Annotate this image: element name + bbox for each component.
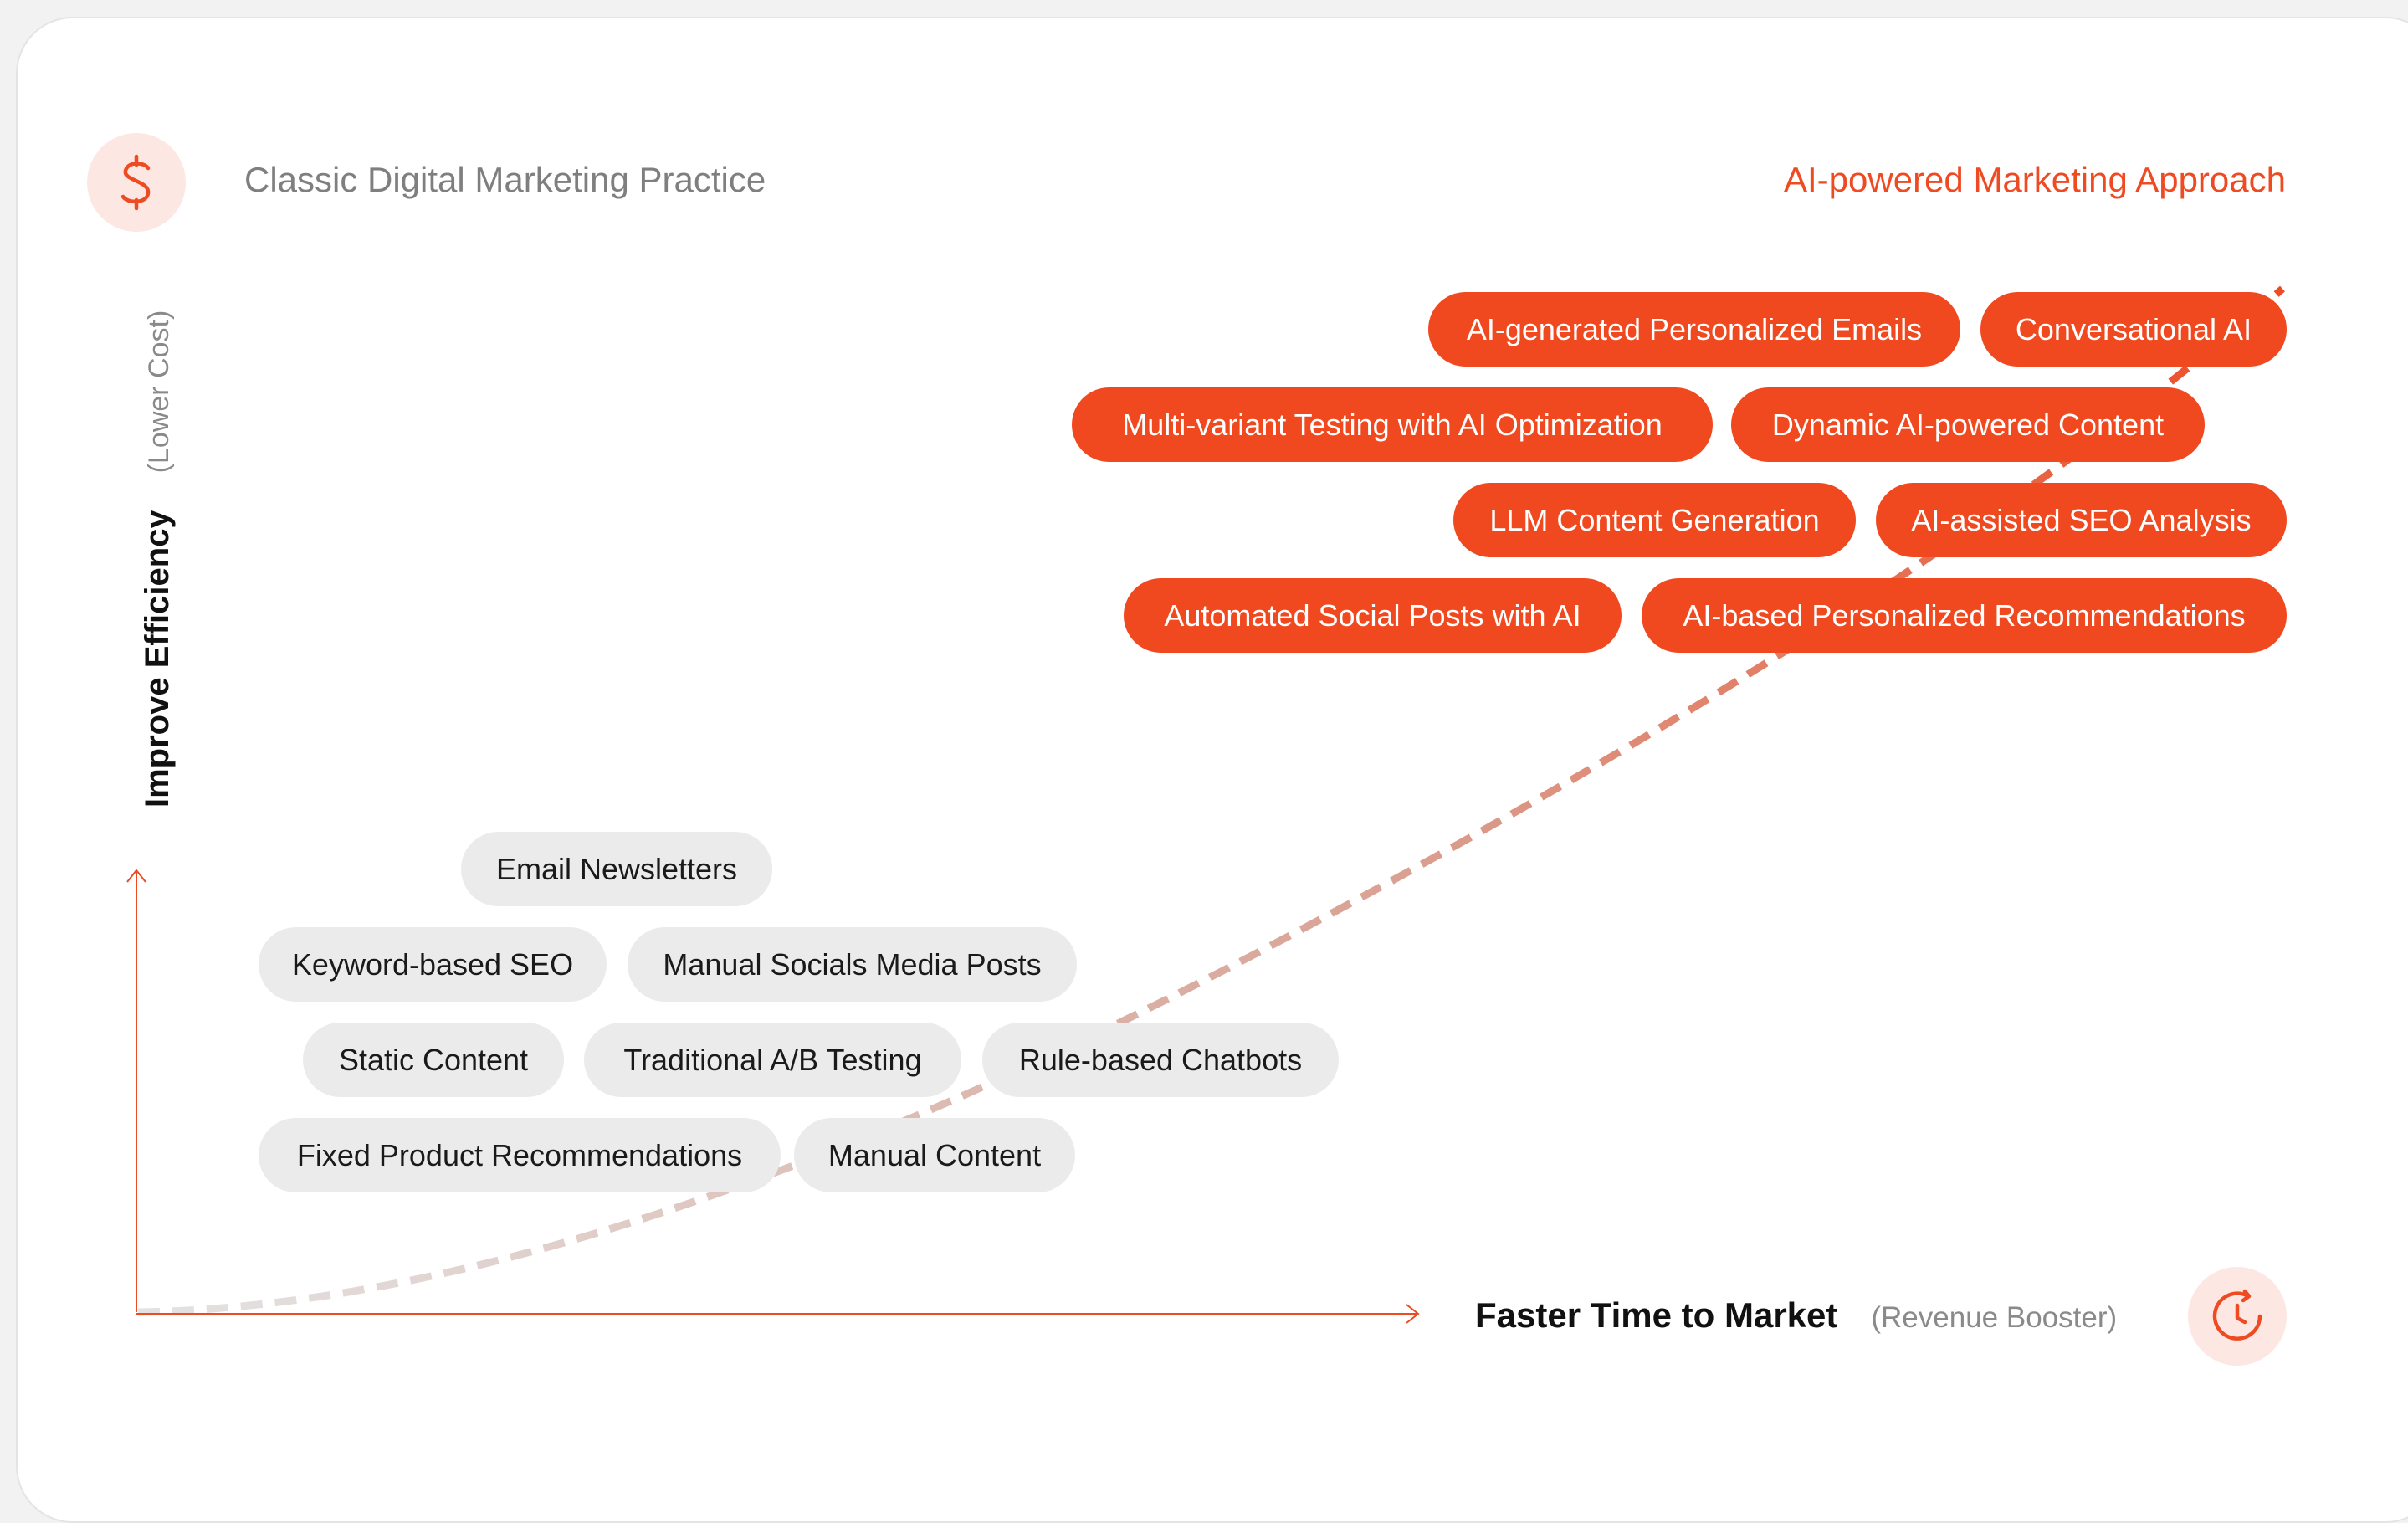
classic-pill-static-content: Static Content	[303, 1023, 564, 1097]
ai-pill-conversational-ai: Conversational AI	[1980, 292, 2287, 367]
x-axis-title: Faster Time to Market	[1475, 1295, 1838, 1335]
ai-pill-multivariant-testing: Multi-variant Testing with AI Optimizati…	[1072, 387, 1713, 462]
ai-pill-personalized-emails: AI-generated Personalized Emails	[1428, 292, 1960, 367]
dollar-icon	[87, 133, 186, 232]
classic-pill-fixed-recommendations: Fixed Product Recommendations	[259, 1118, 781, 1192]
axes-and-curve	[126, 285, 2285, 1324]
clock-icon	[2188, 1267, 2287, 1366]
y-axis-title: Improve Efficiency	[139, 510, 176, 808]
classic-pill-email-newsletters: Email Newsletters	[461, 832, 772, 906]
classic-pill-keyword-seo: Keyword-based SEO	[259, 927, 607, 1002]
ai-pill-seo-analysis: AI-assisted SEO Analysis	[1876, 483, 2287, 557]
y-axis-subtitle: (Lower Cost)	[143, 310, 175, 474]
ai-pill-llm-content: LLM Content Generation	[1453, 483, 1856, 557]
classic-pill-manual-social-posts: Manual Socials Media Posts	[628, 927, 1077, 1002]
ai-pill-social-posts: Automated Social Posts with AI	[1124, 578, 1622, 653]
ai-approach-title: AI-powered Marketing Approach	[1784, 160, 2286, 199]
ai-pill-personalized-recommendations: AI-based Personalized Recommendations	[1642, 578, 2287, 653]
y-axis-arrow-icon	[126, 869, 146, 883]
classic-pill-manual-content: Manual Content	[794, 1118, 1075, 1192]
x-axis-label: Faster Time to Market (Revenue Booster)	[1475, 1295, 2117, 1336]
classic-practice-title: Classic Digital Marketing Practice	[244, 160, 766, 199]
classic-pill-ab-testing: Traditional A/B Testing	[584, 1023, 961, 1097]
y-axis-label: Improve Efficiency (Lower Cost)	[139, 310, 177, 808]
diagram-card	[16, 17, 2408, 1523]
x-axis-subtitle: (Revenue Booster)	[1871, 1301, 2118, 1334]
classic-pill-rule-based-chatbots: Rule-based Chatbots	[982, 1023, 1339, 1097]
ai-pill-dynamic-content: Dynamic AI-powered Content	[1731, 387, 2205, 462]
x-axis-arrow-icon	[1406, 1304, 1420, 1324]
